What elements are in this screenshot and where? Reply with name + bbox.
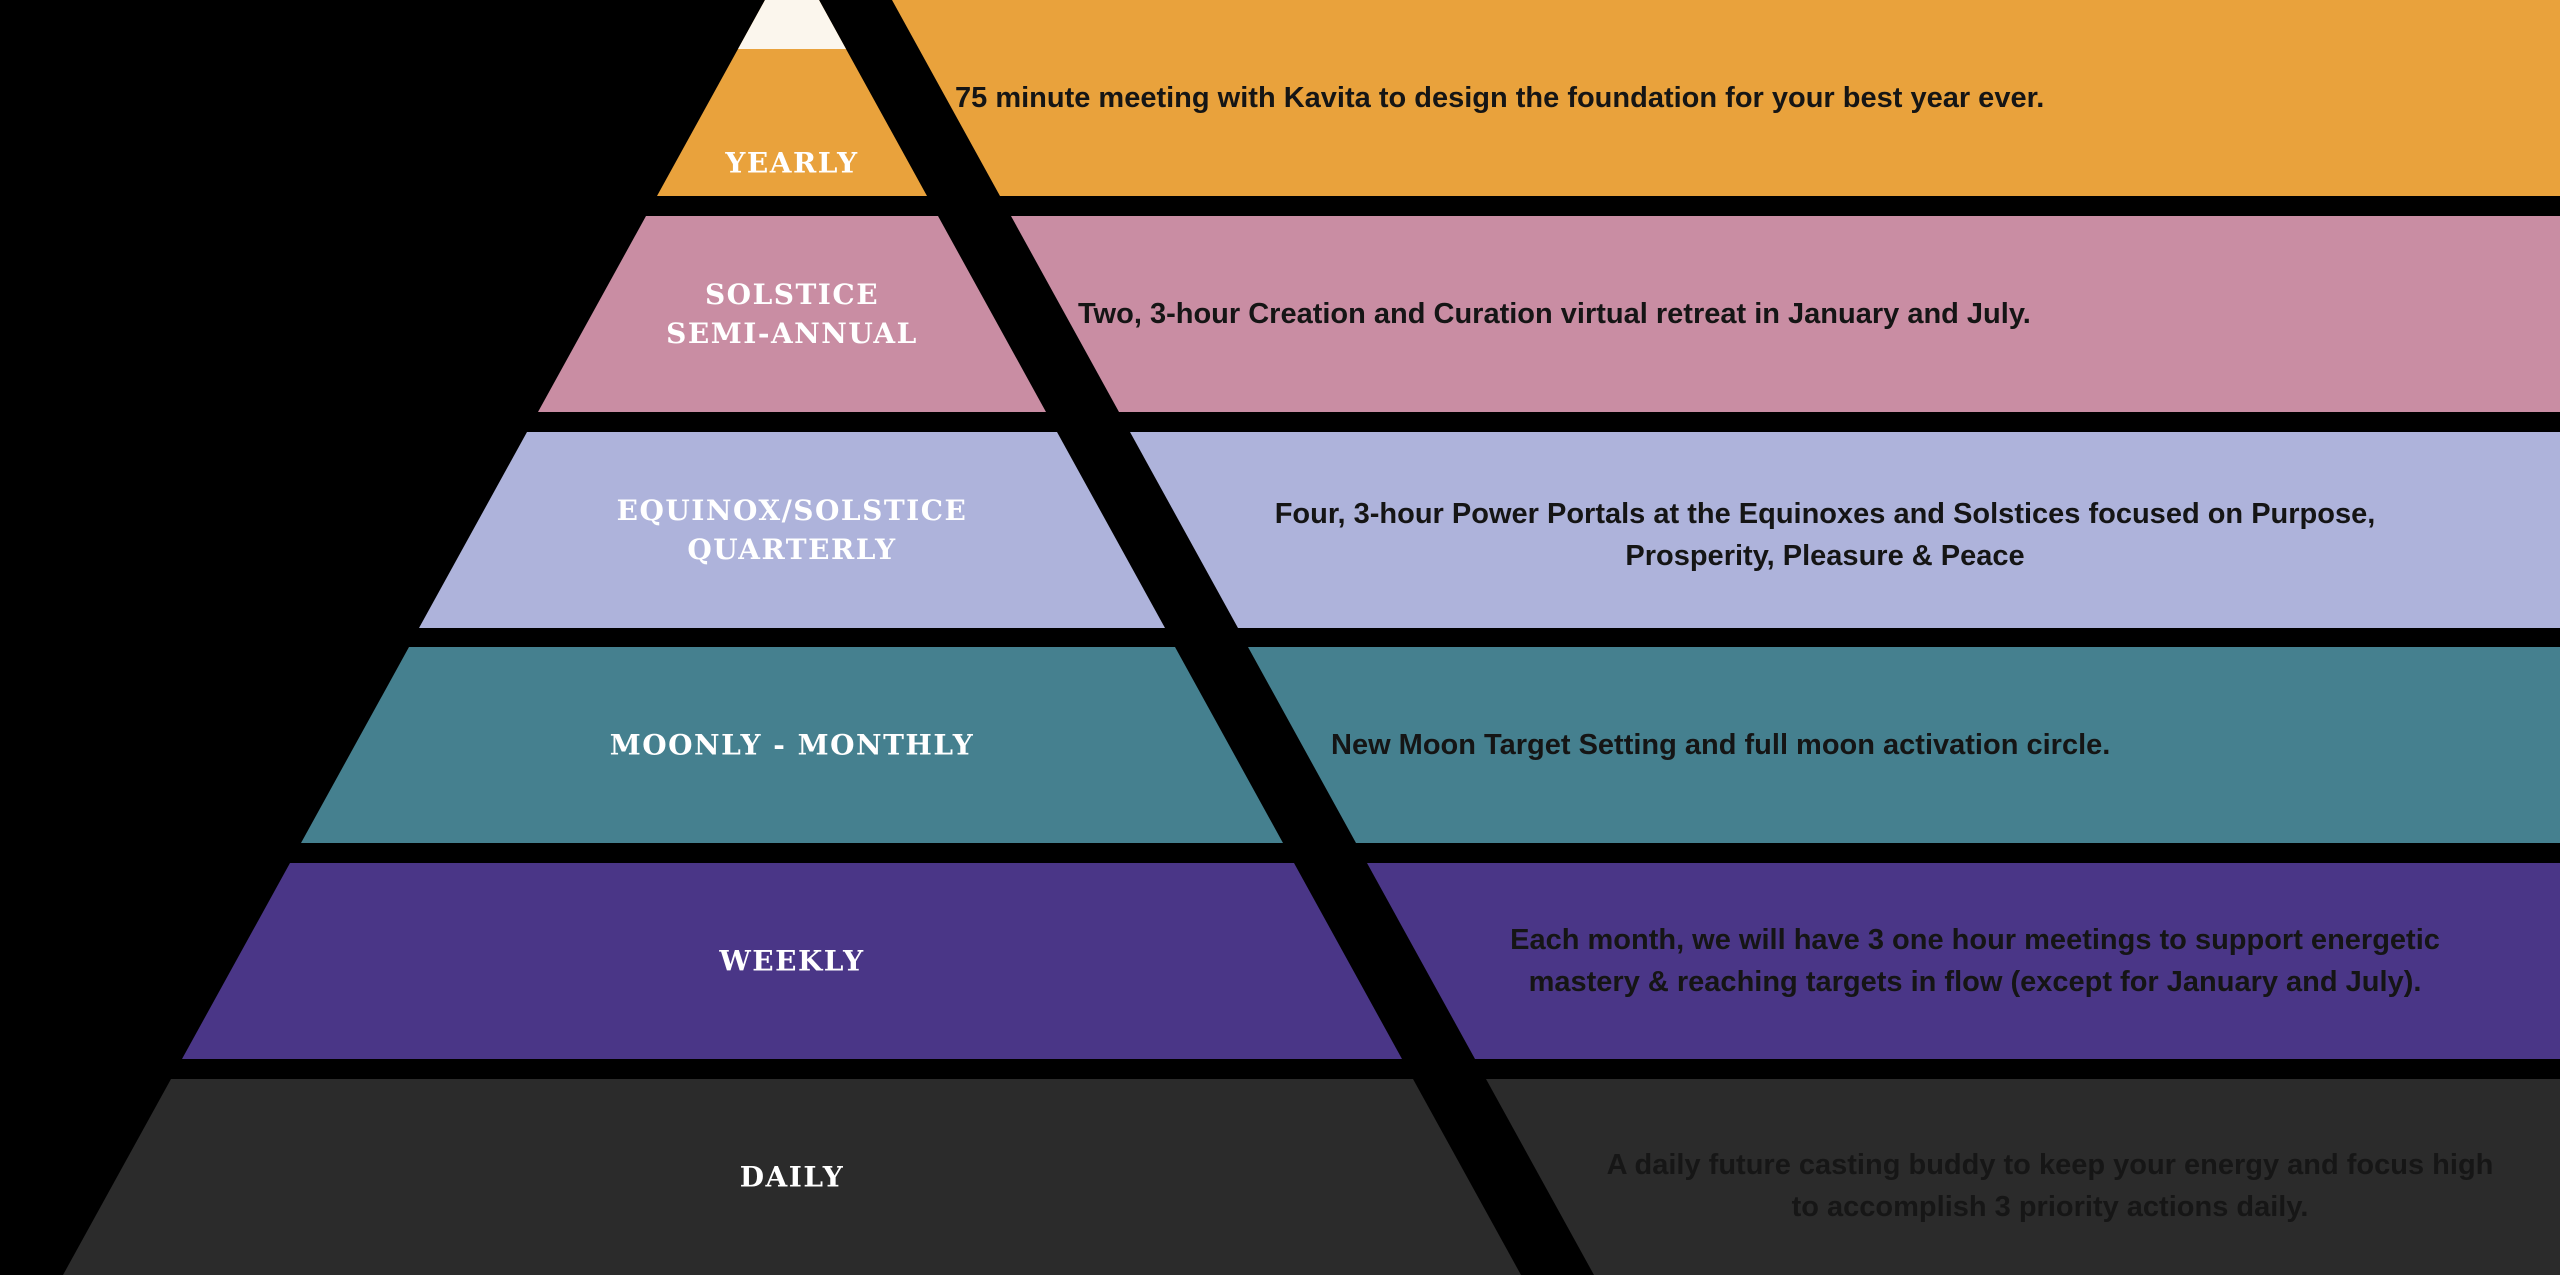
level-description-daily: A daily future casting buddy to keep you… — [1606, 1148, 2494, 1223]
level-description-yearly: 75 minute meeting with Kavita to design … — [955, 81, 2045, 114]
level-description-equinox-solstice-quarterly: Four, 3-hour Power Portals at the Equino… — [1274, 497, 2376, 572]
level-description-moonly-monthly: New Moon Target Setting and full moon ac… — [1331, 728, 2111, 761]
level-label-daily: DAILY — [739, 1160, 845, 1194]
level-description-weekly: Each month, we will have 3 one hour meet… — [1510, 923, 2440, 998]
level-label-moonly-monthly: MOONLY - MONTHLY — [609, 728, 975, 762]
level-label-solstice-semi-annual: SOLSTICE SEMI-ANNUAL — [666, 277, 918, 350]
level-label-equinox-solstice-quarterly: EQUINOX/SOLSTICE QUARTERLY — [616, 493, 968, 566]
level-label-yearly: YEARLY — [725, 146, 859, 180]
level-label-weekly: WEEKLY — [719, 944, 865, 978]
level-description-solstice-semi-annual: Two, 3-hour Creation and Curation virtua… — [1078, 297, 2031, 330]
